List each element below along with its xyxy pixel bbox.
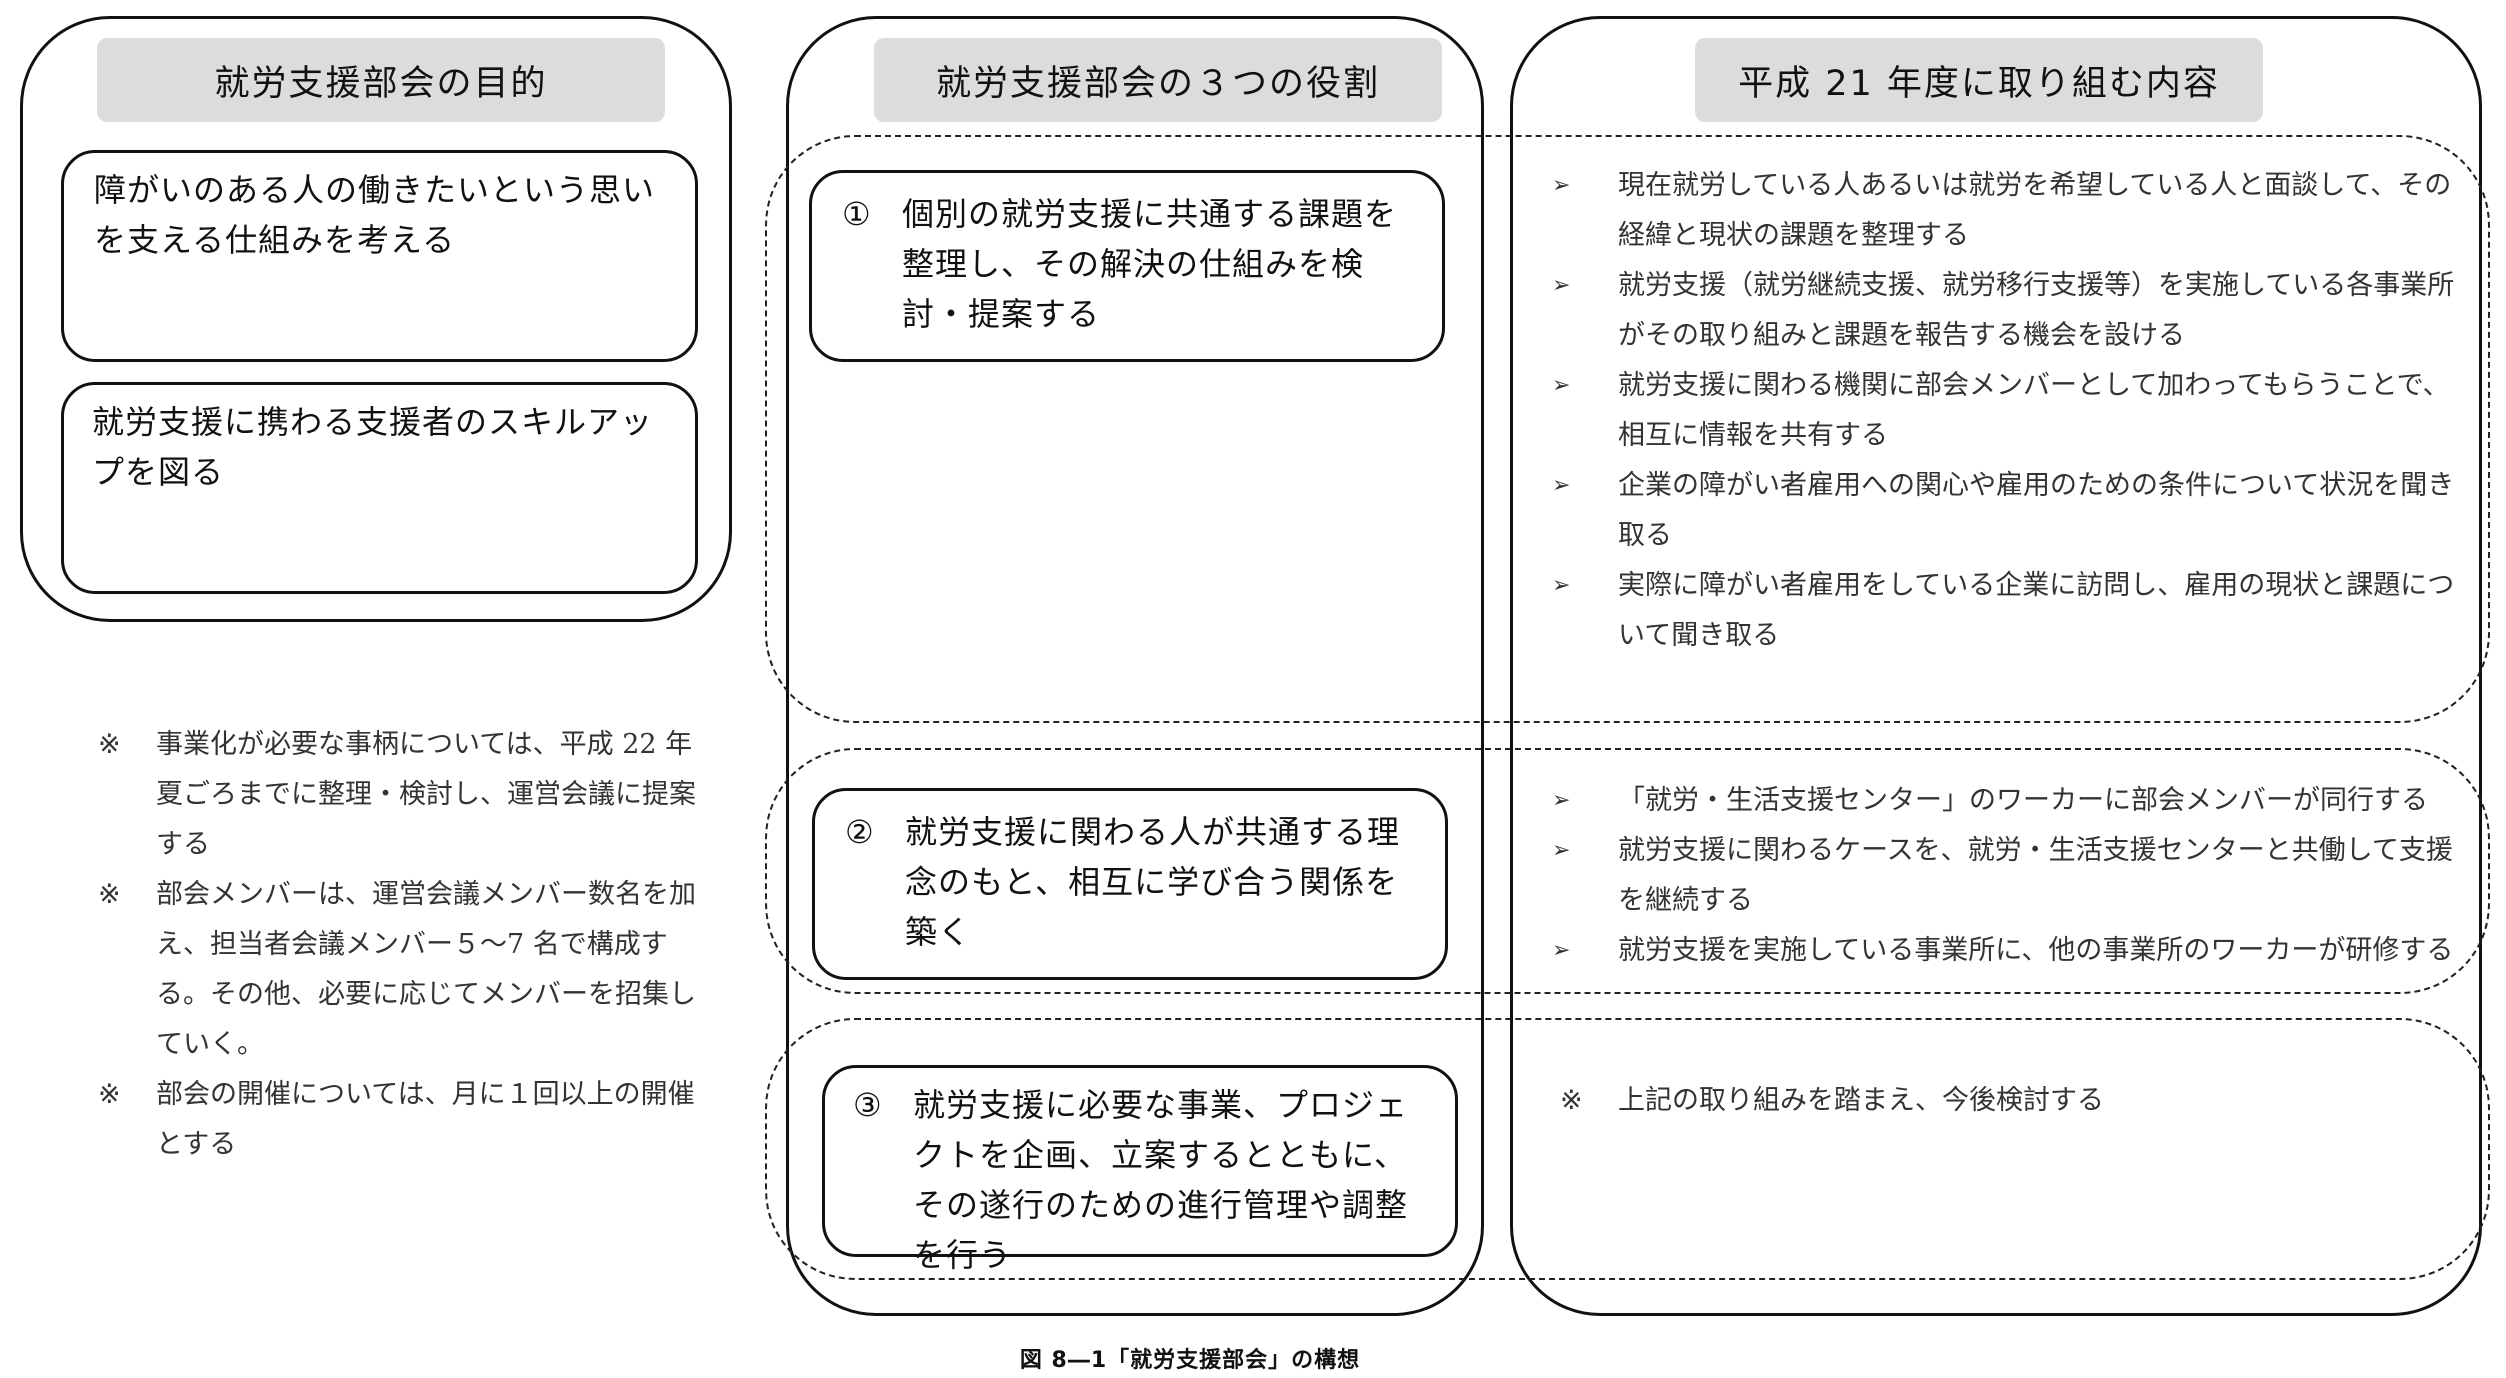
plan-item: ➢ 現在就労している人あるいは就労を希望している人と面談して、その経緯と現状の課… — [1548, 161, 2466, 261]
role-text: 個別の就労支援に共通する課題を整理し、その解決の仕組みを検討・提案する — [902, 195, 1398, 333]
arrow-bullet-icon: ➢ — [1552, 573, 1571, 598]
arrow-bullet-icon: ➢ — [1552, 838, 1571, 863]
note-mark: ※ — [1560, 1085, 1583, 1116]
role-number: ③ — [853, 1086, 882, 1124]
notes-list: ※ 事業化が必要な事柄については、平成 22 年夏ごろまでに整理・検討し、運営会… — [98, 720, 718, 1170]
note-mark: ※ — [98, 879, 121, 910]
plan-item: ➢ 就労支援を実施している事業所に、他の事業所のワーカーが研修する — [1548, 926, 2478, 976]
figure-caption: 図 8―1「就労支援部会」の構想 — [1019, 1348, 1361, 1373]
note-item: ※ 部会の開催については、月に１回以上の開催とする — [98, 1070, 718, 1170]
note-item: ※ 事業化が必要な事柄については、平成 22 年夏ごろまでに整理・検討し、運営会… — [98, 720, 718, 870]
role-box-3: ③ 就労支援に必要な事業、プロジェクトを企画、立案するとともに、その遂行のための… — [822, 1065, 1458, 1274]
plans-header: 平成 21 年度に取り組む内容 — [1695, 38, 2263, 122]
note-item: ※ 部会メンバーは、運営会議メンバー数名を加え、担当者会議メンバー５～7 名で構… — [98, 870, 718, 1070]
role-number: ① — [842, 195, 871, 233]
group-frame-2 — [765, 748, 2490, 994]
arrow-bullet-icon: ➢ — [1552, 473, 1571, 498]
arrow-bullet-icon: ➢ — [1552, 788, 1571, 813]
group-frame-1 — [765, 135, 2490, 723]
plan-item: ➢ 就労支援（就労継続支援、就労移行支援等）を実施している各事業所がその取り組み… — [1548, 261, 2466, 361]
arrow-bullet-icon: ➢ — [1552, 938, 1571, 963]
role-box-2: ② 就労支援に関わる人が共通する理念のもと、相互に学び合う関係を築く — [812, 788, 1448, 980]
note-mark: ※ — [98, 729, 121, 760]
arrow-bullet-icon: ➢ — [1552, 373, 1571, 398]
plans-list-2: ➢ 「就労・生活支援センター」のワーカーに部会メンバーが同行する ➢ 就労支援に… — [1548, 776, 2478, 976]
purpose-box-1: 障がいのある人の働きたいという思いを支える仕組みを考える — [61, 150, 698, 362]
plan-item: ➢ 実際に障がい者雇用をしている企業に訪問し、雇用の現状と課題について聞き取る — [1548, 561, 2466, 661]
role-text: 就労支援に関わる人が共通する理念のもと、相互に学び合う関係を築く — [905, 813, 1401, 951]
plan-item: ➢ 就労支援に関わるケースを、就労・生活支援センターと共働して支援を継続する — [1548, 826, 2478, 926]
roles-header: 就労支援部会の３つの役割 — [874, 38, 1442, 122]
note-mark: ※ — [98, 1079, 121, 1110]
purpose-item-1: 障がいのある人の働きたいという思いを支える仕組みを考える — [94, 171, 656, 259]
plan-item: ➢ 「就労・生活支援センター」のワーカーに部会メンバーが同行する — [1548, 776, 2478, 826]
plan-item: ➢ 企業の障がい者雇用への関心や雇用のための条件について状況を聞き取る — [1548, 461, 2466, 561]
plan-item: ➢ 就労支援に関わる機関に部会メンバーとして加わってもらうことで、相互に情報を共… — [1548, 361, 2466, 461]
purpose-item-2: 就労支援に携わる支援者のスキルアップを図る — [92, 403, 654, 491]
purpose-panel — [20, 16, 732, 622]
plans-note-text: 上記の取り組みを踏まえ、今後検討する — [1618, 1085, 2104, 1116]
purpose-box-2: 就労支援に携わる支援者のスキルアップを図る — [61, 382, 698, 594]
group-frame-3 — [765, 1018, 2490, 1280]
plans-list-1: ➢ 現在就労している人あるいは就労を希望している人と面談して、その経緯と現状の課… — [1548, 161, 2466, 661]
plans-note: ※ 上記の取り組みを踏まえ、今後検討する — [1560, 1076, 2440, 1126]
role-box-1: ① 個別の就労支援に共通する課題を整理し、その解決の仕組みを検討・提案する — [809, 170, 1445, 362]
arrow-bullet-icon: ➢ — [1552, 173, 1571, 198]
role-number: ② — [845, 813, 874, 851]
purpose-header: 就労支援部会の目的 — [97, 38, 665, 122]
arrow-bullet-icon: ➢ — [1552, 273, 1571, 298]
role-text: 就労支援に必要な事業、プロジェクトを企画、立案するとともに、その遂行のための進行… — [913, 1086, 1409, 1274]
